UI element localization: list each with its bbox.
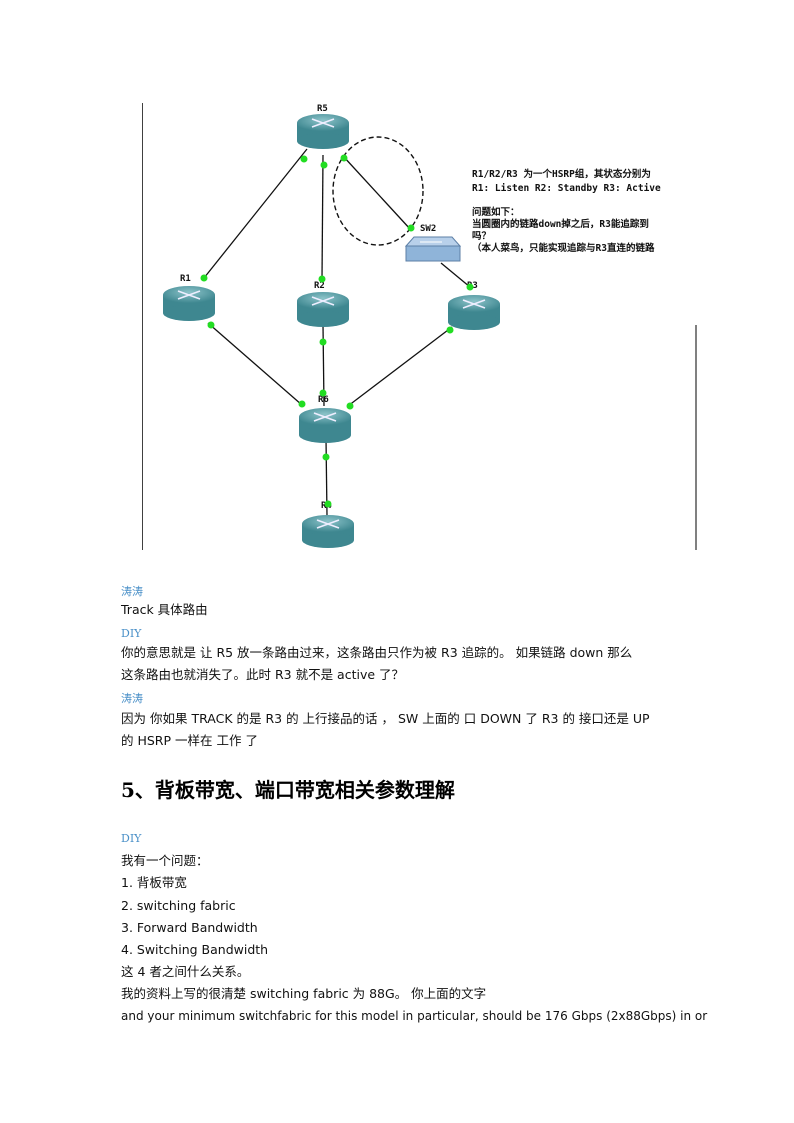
speaker-name: DIY [121,627,142,640]
topology-svg: SW2 R5 R1 R2 R3 [142,103,697,550]
links [203,148,471,517]
link-r5-sw2 [342,155,412,231]
router-r2 [297,292,349,327]
dialog-line: 因为 你如果 TRACK 的是 R3 的 上行接品的话 ， SW 上面的 口 D… [121,711,650,726]
body-line: 我的资料上写的很清楚 switching fabric 为 88G。 你上面的文… [121,986,487,1001]
body-line: and your minimum switchfabric for this m… [121,1009,708,1023]
annotation-line-5: 吗？ [472,231,491,242]
highlight-circle [332,136,424,246]
body-line: 这 4 者之间什么关系。 [121,964,250,979]
router-label-r2: R2 [314,281,325,291]
router-r4 [302,515,354,548]
link-r1-r6 [207,322,303,406]
switch-label: SW2 [420,224,436,234]
router-r3 [448,295,500,330]
annotation-line-4: 当圆圈内的链路down掉之后，R3能追踪到 [472,218,649,230]
link-r5-r2 [321,154,324,280]
annotation-line-3: 问题如下： [472,206,520,218]
link-dots [200,154,474,508]
speaker-name: 涛涛 [121,692,143,705]
switch-sw2 [404,236,462,262]
diagram-annotation: R1/R2/R3 为一个HSRP组，其状态分别为 R1: Listen R2: … [472,168,661,254]
dialog-line: 的 HSRP 一样在 工作 了 [121,733,258,748]
link-r5-r1 [203,148,308,279]
speaker-name: DIY [121,832,142,845]
router-label-r1: R1 [180,274,191,284]
link-r3-r6 [347,326,453,407]
annotation-line-6: （本人菜鸟，只能实现追踪与R3直连的链路 [472,242,655,254]
body-line: 我有一个问题： [121,853,209,868]
body-line: 4. Switching Bandwidth [121,942,269,957]
annotation-line-1: R1/R2/R3 为一个HSRP组，其状态分别为 [472,168,651,180]
annotation-line-2: R1: Listen R2: Standby R3: Active [472,183,661,194]
router-r5 [297,114,349,149]
router-r1 [163,286,215,321]
speaker-name: 涛涛 [121,585,143,598]
router-label-r5: R5 [317,104,328,114]
router-label-r6: R6 [318,395,329,405]
dialog-line: 这条路由也就消失了。此时 R3 就不是 active 了？ [121,667,405,682]
dialog-line: 你的意思就是 让 R5 放一条路由过来，这条路由只作为被 R3 追踪的。 如果链… [121,645,633,660]
section-heading: 5、背板带宽、端口带宽相关参数理解 [121,778,455,802]
body-line: 3. Forward Bandwidth [121,920,258,935]
link-sw2-r3 [440,262,471,288]
dialog-line: Track 具体路由 [121,602,208,617]
network-topology-figure: SW2 R5 R1 R2 R3 [142,103,698,551]
body-line: 1. 背板带宽 [121,875,187,890]
body-line: 2. switching fabric [121,898,236,913]
router-r6 [299,408,351,443]
